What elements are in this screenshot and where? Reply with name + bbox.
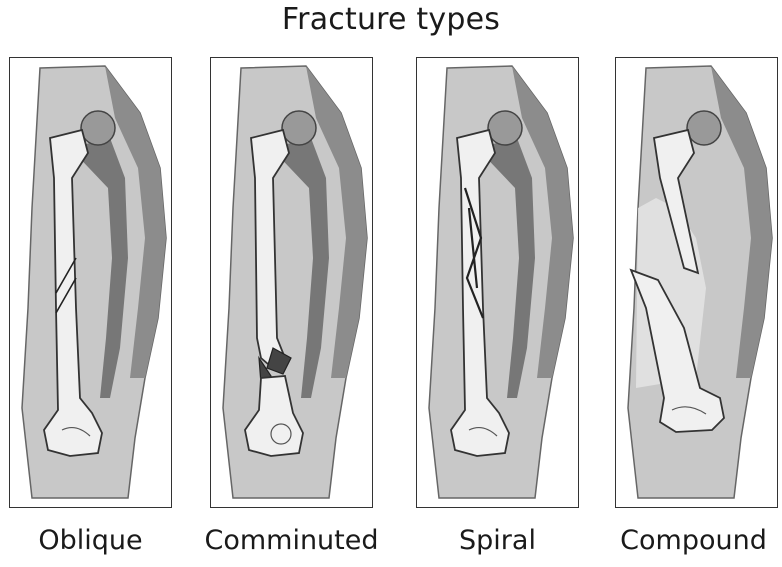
caption-spiral: Spiral xyxy=(416,525,579,556)
figure-title: Fracture types xyxy=(0,2,782,37)
panel-spiral xyxy=(416,57,579,508)
caption-compound: Compound xyxy=(605,525,782,556)
panel-compound xyxy=(615,57,778,508)
panel-comminuted xyxy=(210,57,373,508)
spiral-fracture-illustration xyxy=(417,58,577,506)
panel-oblique xyxy=(9,57,172,508)
comminuted-fracture-illustration xyxy=(211,58,371,506)
oblique-fracture-illustration xyxy=(10,58,170,506)
caption-comminuted: Comminuted xyxy=(195,525,388,556)
caption-oblique: Oblique xyxy=(9,525,172,556)
compound-fracture-illustration xyxy=(616,58,776,506)
